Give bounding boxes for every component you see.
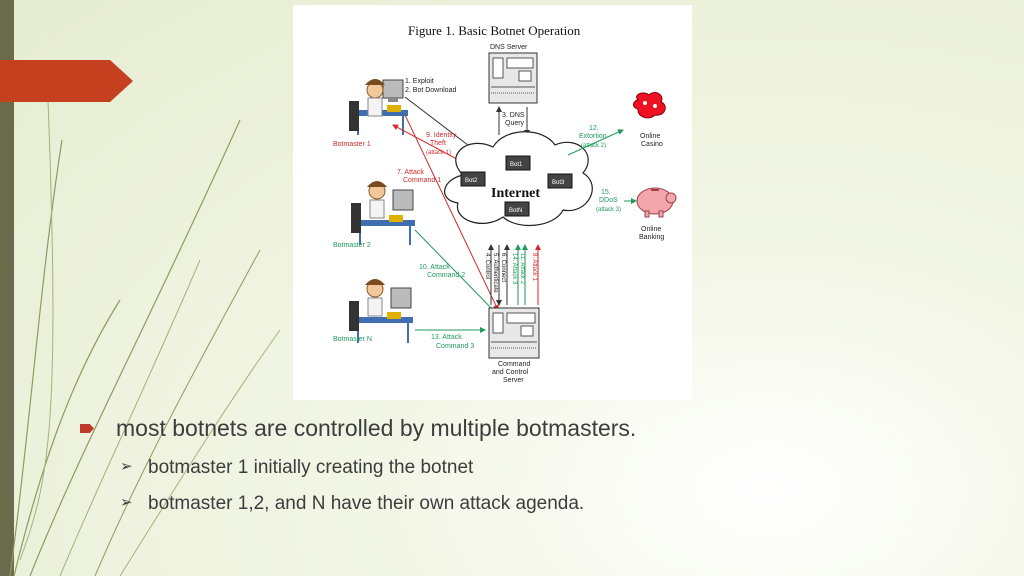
ddos-label-3: (attack 3) — [596, 207, 621, 213]
attack-command-1-arrow — [404, 114, 499, 311]
attack-command-1-label-2: Command 1 — [403, 177, 441, 184]
bullet-sub-2-text: botmaster 1,2, and N have their own atta… — [148, 493, 585, 514]
bot-3-label: Bot3 — [552, 180, 565, 186]
botmaster-2-label: Botmaster 2 — [333, 242, 371, 249]
dns-server-icon — [488, 52, 538, 104]
casino-icon — [633, 92, 666, 119]
bot-n-label: BotN — [509, 208, 522, 214]
attack-command-2-arrow — [414, 229, 497, 314]
bot-2-label: Bot2 — [465, 178, 478, 184]
identity-theft-label-3: (attack 1) — [426, 150, 451, 156]
bullet-sub-1-text: botmaster 1 initially creating the botne… — [148, 457, 474, 478]
attack-2-vertical-label: 11. Attack 2 — [519, 253, 525, 285]
internet-cloud — [444, 131, 593, 227]
cc-server-icon — [488, 307, 540, 359]
bot-2-icon: Bot2 — [460, 171, 486, 187]
attack-3-vertical-label: 14. Attack 3 — [511, 253, 517, 285]
cc-label-3: Server — [503, 377, 524, 384]
casino-label-1: Online — [640, 133, 660, 140]
attack-command-3-label-1: 13. Attack — [431, 334, 462, 341]
bot-3-icon: Bot3 — [547, 173, 573, 189]
authenticate-vertical-label: 5. Authenticate — [492, 253, 498, 293]
extortion-label-1: 12. — [589, 125, 599, 132]
cc-vertical-arrows — [488, 244, 541, 306]
botnet-figure: Figure 1. Basic Botnet Operation DNS Ser… — [293, 5, 692, 400]
extortion-label-2: Extortion — [579, 133, 607, 140]
exploit-label: 1. Exploit — [405, 78, 434, 85]
piggy-bank-icon — [636, 187, 677, 218]
arrow-bullet-icon: ➢ — [120, 494, 133, 511]
banking-label-2: Banking — [639, 234, 664, 241]
dns-query-label-1: 3. DNS — [502, 112, 525, 119]
bot-n-icon: BotN — [504, 201, 530, 217]
figure-title: Figure 1. Basic Botnet Operation — [408, 23, 581, 38]
attack-command-2-label-1: 10. Attack — [419, 264, 450, 271]
arrow-bullet-icon: ➢ — [120, 458, 133, 475]
identity-theft-label-1: 9. Identity — [426, 132, 457, 139]
connect-vertical-label: 6. Connect — [500, 253, 506, 282]
attack-1-vertical-label: 8. Attack 1 — [531, 253, 537, 282]
extortion-label-3: (attack 2) — [581, 143, 606, 149]
botmaster-1-figure — [349, 79, 408, 135]
identity-theft-label-2: Theft — [430, 140, 446, 147]
attack-command-2-label-2: Command 2 — [427, 272, 465, 279]
botmaster-2-figure — [351, 181, 415, 245]
banking-label-1: Online — [641, 226, 661, 233]
attack-command-3-label-2: Command 3 — [436, 343, 474, 350]
botmaster-n-figure — [349, 279, 413, 343]
internet-label: Internet — [491, 186, 540, 201]
casino-label-2: Casino — [641, 141, 663, 148]
ddos-label-1: 15. — [601, 189, 611, 196]
decorative-curves — [9, 99, 281, 576]
bot-download-label: 2. Bot Download — [405, 87, 456, 94]
cc-label-2: and Control — [492, 369, 529, 376]
bot-1-icon: Bot1 — [505, 155, 531, 171]
bullet-marker-icon — [80, 424, 94, 433]
bot-1-label: Bot1 — [510, 162, 523, 168]
slide-left-bar — [0, 0, 14, 576]
botmaster-1-label: Botmaster 1 — [333, 141, 371, 148]
extortion-arrow — [567, 129, 624, 156]
dns-query-label-2: Query — [505, 120, 525, 127]
dns-server-label: DNS Server — [490, 44, 528, 51]
bullet-main-text: most botnets are controlled by multiple … — [116, 415, 637, 441]
cc-label-1: Command — [498, 361, 530, 368]
attack-command-1-label-1: 7. Attack — [397, 169, 424, 176]
ddos-label-2: DDoS — [599, 197, 618, 204]
botmaster-n-label: Botmaster N — [333, 336, 372, 343]
control-vertical-label: 4. Control — [484, 253, 490, 279]
slide-accent-arrow — [0, 60, 133, 102]
